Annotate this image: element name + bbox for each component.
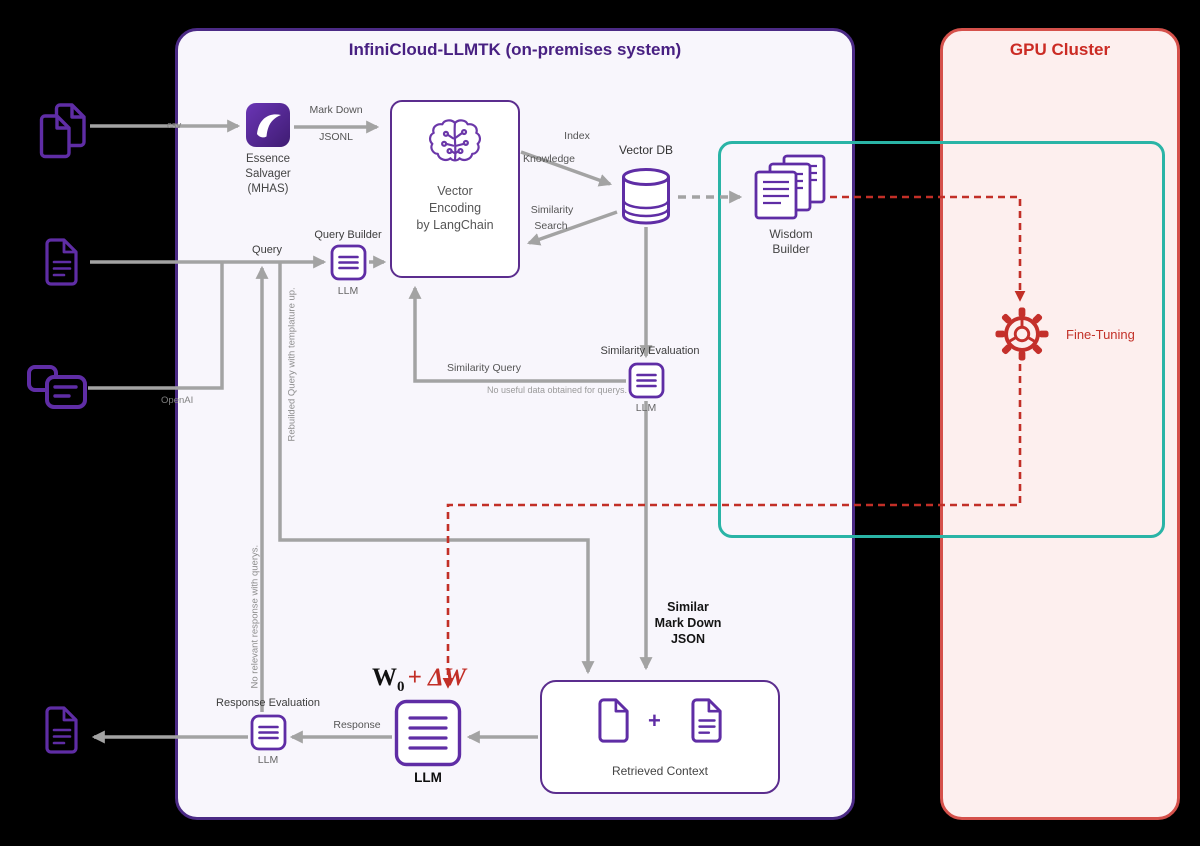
similarity-evaluation-caption: LLM <box>635 402 657 414</box>
retrieved-context-box: + Retrieved Context <box>540 680 780 794</box>
edge-label-index: Index <box>564 130 590 142</box>
fine-tuning-label: Fine-Tuning <box>1066 327 1135 342</box>
weight-formula: W0+ ΔW <box>372 664 466 695</box>
edge-label-similar-markdown-json: Similar Mark Down JSON <box>654 600 722 646</box>
query-builder-caption: LLM <box>337 285 359 297</box>
vector-db-label: Vector DB <box>618 143 674 157</box>
essence-salvager-logo <box>246 103 290 152</box>
edge-label-response: Response <box>333 719 381 731</box>
essence-salvager-label: Essence Salvager (MHAS) <box>245 153 291 195</box>
edge-label-similarity: Similarity <box>530 204 574 216</box>
query-page-icon <box>597 698 631 748</box>
edge-label-no-useful-data: No useful data obtained for querys. <box>486 385 628 395</box>
edge-label-markdown: Mark Down <box>309 104 363 116</box>
response-document-icon <box>44 706 80 759</box>
vector-encoding-box: Vector Encoding by LangChain <box>390 100 520 278</box>
gpu-box-title: GPU Cluster <box>1009 40 1111 59</box>
plus-sign: + <box>648 708 661 733</box>
edge-label-knowledge: Knowledge <box>523 153 575 165</box>
edge-label-csv: csv <box>167 120 182 131</box>
edge-label-rebuilded-query: Rebuilded Query with templature up. <box>286 287 298 442</box>
query-builder-title: Query Builder <box>314 229 382 241</box>
vector-encoding-label: Vector Encoding by LangChain <box>416 184 494 232</box>
edge-label-openai: OpenAI <box>161 395 194 406</box>
edge-label-no-relevant-response: No relevant response with querys. <box>249 544 261 689</box>
input-documents-icon <box>36 102 90 165</box>
final-llm-caption: LLM <box>414 770 442 785</box>
response-evaluation-caption: LLM <box>257 754 279 766</box>
context-page-icon <box>690 698 724 748</box>
response-evaluation-title: Response Evaluation <box>216 697 320 709</box>
edge-label-query: Query <box>252 244 282 256</box>
final-llm-icon <box>394 699 462 772</box>
edge-label-jsonl: JSONL <box>319 131 353 143</box>
brain-icon <box>426 116 484 173</box>
wisdom-builder-label: Wisdom Builder <box>769 227 813 256</box>
openai-apps-icon <box>26 360 88 417</box>
retrieved-context-label: Retrieved Context <box>611 764 709 778</box>
edge-label-similarity-query: Similarity Query <box>446 362 522 374</box>
wisdom-builder-icon <box>753 154 827 229</box>
main-box-title: InfiniCloud-LLMTK (on-premises system) <box>348 40 682 59</box>
query-builder-llm-icon <box>330 244 367 286</box>
similarity-evaluation-title: Similarity Evaluation <box>600 345 700 357</box>
vector-db-icon <box>620 167 672 230</box>
similarity-evaluation-llm-icon <box>628 362 665 404</box>
query-document-icon <box>44 238 80 291</box>
response-evaluation-llm-icon <box>250 714 287 756</box>
edge-label-search: Search <box>534 220 568 232</box>
fine-tuning-gear-icon <box>995 307 1049 366</box>
